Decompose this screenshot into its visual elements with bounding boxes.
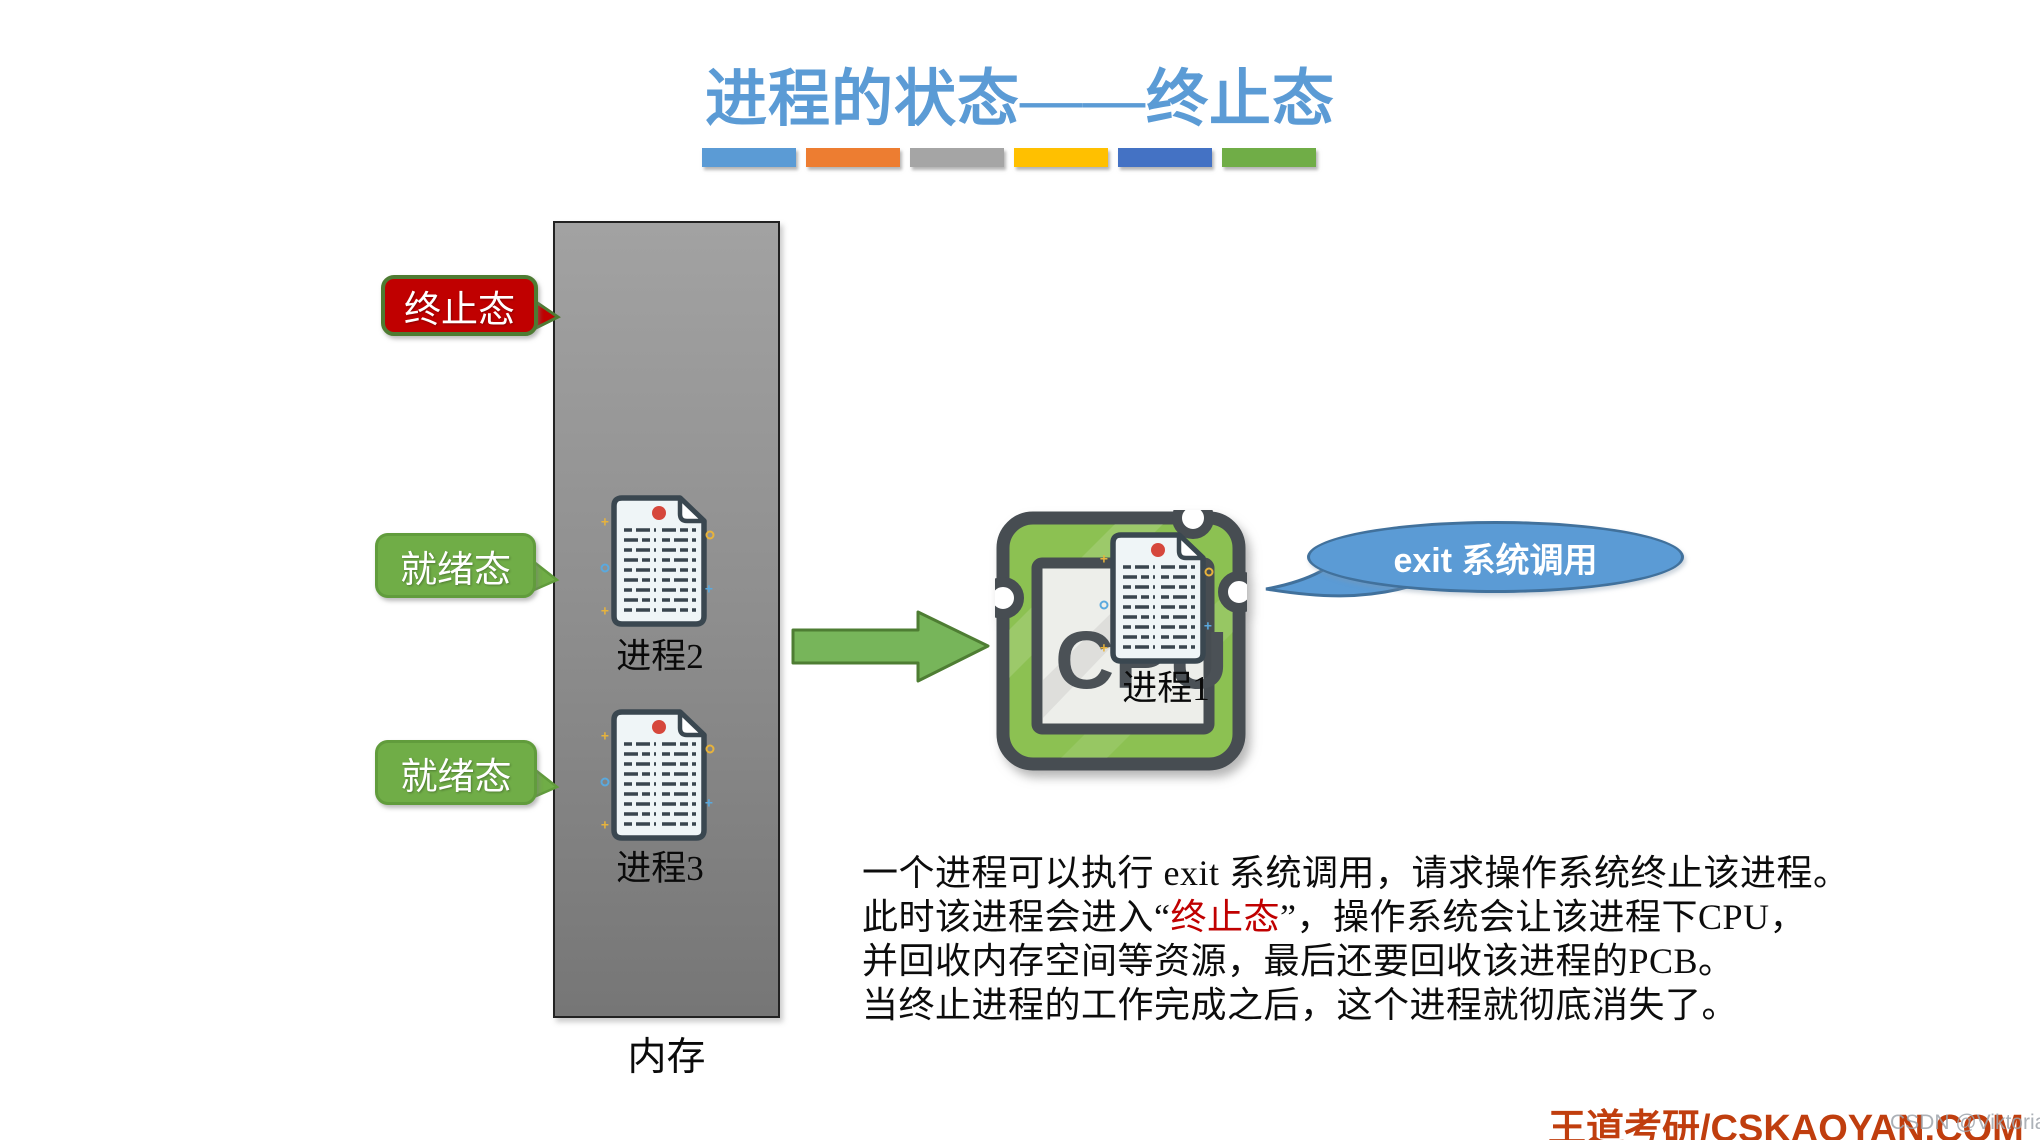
process2-document-icon xyxy=(600,494,718,629)
exit-syscall-text: exit 系统调用 xyxy=(1393,541,1598,580)
terminated-state-callout: 终止态 xyxy=(381,275,538,336)
paragraph-line-4: 当终止进程的工作完成之后，这个进程就彻底消失了。 xyxy=(862,985,1739,1025)
paragraph-line-1: 一个进程可以执行 exit 系统调用，请求操作系统终止该进程。 xyxy=(862,853,1850,893)
terminated-callout-tail xyxy=(534,299,561,331)
brand-watermark: 王道考研/CSKAOYAN.COM xyxy=(1548,1108,2024,1140)
process3-document-icon xyxy=(600,708,718,843)
csdn-watermark: CSDN @Viktoriae xyxy=(1890,1111,2040,1134)
line2-pre: 此时该进程会进入“ xyxy=(862,897,1171,937)
ready-state-label-2: 就绪态 xyxy=(400,756,512,798)
title-underline-bars xyxy=(702,148,1316,167)
title-bar-blue xyxy=(702,148,796,167)
ready-state-label-1: 就绪态 xyxy=(400,549,511,591)
title-bar-green xyxy=(1222,148,1316,167)
ready2-callout-tail xyxy=(532,766,560,799)
title-bar-gray xyxy=(910,148,1004,167)
paragraph-line-2: 此时该进程会进入“终止态”，操作系统会让该进程下CPU， xyxy=(862,895,1972,939)
process1-document-icon xyxy=(1099,531,1217,666)
process1-label: 进程1 xyxy=(1122,669,1210,708)
line2-highlight-terminated: 终止态 xyxy=(1170,897,1280,937)
process3-label: 进程3 xyxy=(616,849,704,888)
dispatch-arrow xyxy=(791,610,990,683)
title-bar-darkblue xyxy=(1118,148,1212,167)
ready1-callout-tail xyxy=(532,559,560,592)
paragraph-line-3: 并回收内存空间等资源，最后还要回收该进程的PCB。 xyxy=(862,941,1735,981)
process2-label: 进程2 xyxy=(616,637,704,676)
ready-state-callout-1: 就绪态 xyxy=(375,533,536,598)
page-title: 进程的状态——终止态 xyxy=(704,66,1335,134)
memory-label: 内存 xyxy=(627,1036,706,1079)
ready-state-callout-2: 就绪态 xyxy=(375,740,537,805)
line2-post: ”，操作系统会让该进程下CPU， xyxy=(1280,897,1807,937)
title-bar-orange xyxy=(806,148,900,167)
title-bar-yellow xyxy=(1014,148,1108,167)
exit-syscall-bubble: exit 系统调用 xyxy=(1307,521,1684,593)
terminated-state-label: 终止态 xyxy=(404,289,515,331)
explanation-paragraph: 一个进程可以执行 exit 系统调用，请求操作系统终止该进程。 此时该进程会进入… xyxy=(862,851,1972,1027)
